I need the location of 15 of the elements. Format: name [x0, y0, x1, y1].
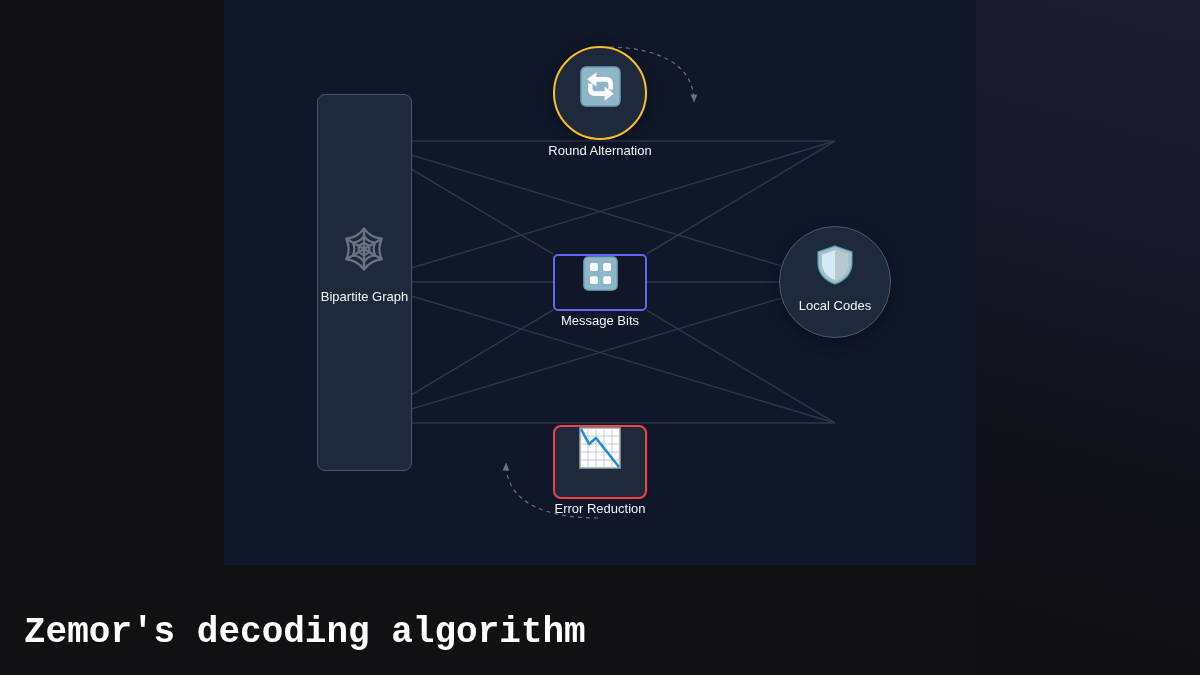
- connector-line: [411, 168, 554, 255]
- node-label: Message Bits: [561, 313, 639, 328]
- node-label: Bipartite Graph: [320, 288, 409, 304]
- node-label: Local Codes: [798, 297, 872, 313]
- page-title: Zemor's decoding algorithm: [24, 612, 586, 654]
- connector-line: [411, 309, 554, 396]
- connector-line: [646, 309, 836, 424]
- connector-line: [645, 140, 836, 255]
- node-label: Error Reduction: [554, 501, 646, 516]
- dashed-arrow: [503, 462, 599, 519]
- connector-line: [411, 154, 783, 267]
- node-box: [317, 94, 412, 471]
- connector-line: [411, 297, 783, 410]
- node-label: Round Alternation: [548, 143, 652, 158]
- dashed-arrow: [609, 46, 697, 103]
